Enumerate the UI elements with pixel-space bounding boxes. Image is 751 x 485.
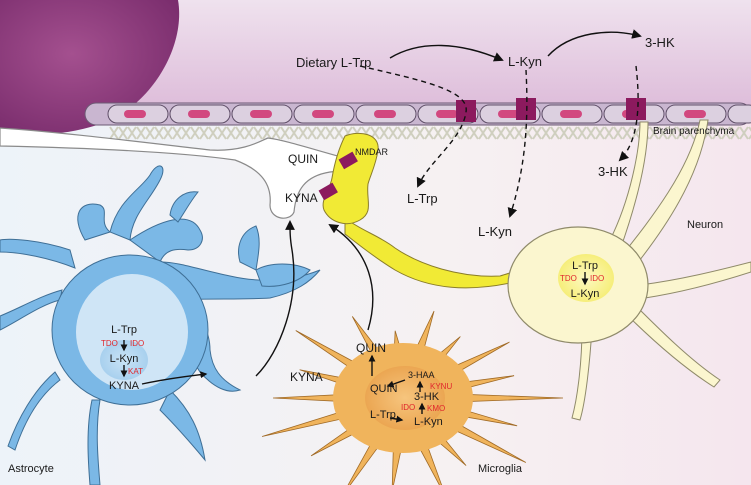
mg-ltrp: L-Trp — [370, 409, 396, 421]
mg-kynu: KYNU — [430, 382, 452, 391]
label-neuron: Neuron — [687, 219, 723, 231]
nmda-receptors — [318, 151, 358, 201]
microglia-nucleus — [365, 366, 445, 430]
label-quin-synapse: QUIN — [288, 152, 318, 166]
neuron-nucleus — [558, 254, 614, 302]
arrow-kyn-transport — [507, 69, 528, 218]
label-brain-parenchyma: Brain parenchyma — [653, 126, 735, 137]
arrow-quin-to-synapse — [328, 223, 374, 331]
neuron-synaptic-terminal — [322, 132, 379, 225]
neuron-processes — [344, 119, 751, 421]
arrow-trp-to-kyn — [389, 44, 504, 62]
astrocyte-nucleus — [100, 340, 148, 380]
astro-kyna: KYNA — [109, 380, 140, 392]
neuron-ido: IDO — [590, 274, 604, 283]
neuron-ltrp: L-Trp — [572, 260, 598, 272]
label-quin-released: QUIN — [356, 341, 386, 355]
arrow-mg-haa-quin — [386, 379, 406, 388]
neuron-tdo: TDO — [560, 274, 577, 283]
label-3hk-brain: 3-HK — [598, 164, 628, 179]
arrow-kyna-release — [141, 371, 208, 385]
mg-quin: QUIN — [370, 383, 398, 395]
astro-kat: KAT — [128, 367, 143, 376]
astro-lkyn: L-Kyn — [110, 353, 139, 365]
pathway-arrows — [120, 29, 642, 423]
label-nmdar: NMDAR — [355, 147, 388, 157]
label-astrocyte: Astrocyte — [8, 463, 54, 475]
endothelial-layer — [84, 102, 751, 126]
label-lkyn-blood: L-Kyn — [508, 54, 542, 69]
mg-3hk: 3-HK — [414, 391, 440, 403]
mg-ido: IDO — [401, 403, 415, 412]
label-3hk-blood: 3-HK — [645, 35, 675, 50]
astro-ido: IDO — [130, 339, 144, 348]
transporter — [626, 98, 646, 120]
transporter — [516, 98, 536, 120]
label-dietary-trp: Dietary L-Trp — [296, 55, 371, 70]
label-kyna-synapse: KYNA — [285, 191, 318, 205]
label-microglia: Microglia — [478, 463, 523, 475]
astro-tdo: TDO — [101, 339, 118, 348]
label-lkyn-brain: L-Kyn — [478, 224, 512, 239]
neuron-lkyn: L-Kyn — [571, 288, 600, 300]
astrocyte-endfoot — [0, 127, 353, 219]
arrow-mg-trp-kyn — [389, 415, 404, 423]
astro-ltrp: L-Trp — [111, 324, 137, 336]
arrow-kyna-to-synapse — [255, 220, 295, 377]
mg-3haa: 3-HAA — [408, 370, 435, 380]
arrow-trp-transport — [359, 65, 467, 188]
blood-cell — [0, 0, 180, 135]
arrow-kyn-to-3hk — [547, 29, 642, 57]
mg-kmo: KMO — [427, 404, 445, 413]
label-kyna-released: KYNA — [290, 370, 323, 384]
arrow-3hk-transport — [618, 65, 639, 162]
mg-lkyn: L-Kyn — [414, 416, 443, 428]
label-ltrp-brain: L-Trp — [407, 191, 438, 206]
